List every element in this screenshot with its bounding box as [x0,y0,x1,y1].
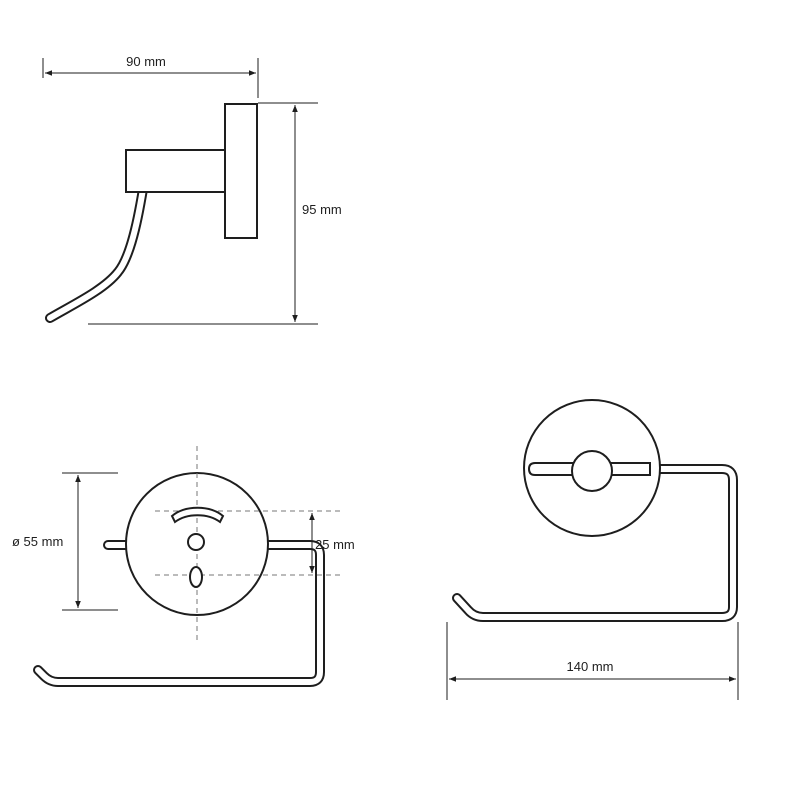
hole-spacing-dimension: 25 mm [309,513,355,573]
back-view: ø 55 mm 25 mm [12,446,355,687]
side-arm [125,149,226,193]
hole-spacing-label: 25 mm [315,537,355,552]
front-view: 140 mm [446,399,739,700]
top-keyhole-slot [170,506,225,524]
front-hub [571,450,613,492]
side-width-dimension: 90 mm [42,54,259,98]
back-tube-bar [33,540,325,687]
side-height-label: 95 mm [302,202,342,217]
center-hole [187,533,205,551]
side-height-dimension: 95 mm [88,102,342,325]
side-wall-plate [224,103,258,239]
diameter-label: ø 55 mm [12,534,63,549]
bottom-slot-hole [189,566,203,588]
side-width-label: 90 mm [126,54,166,69]
diameter-dimension: ø 55 mm [12,472,118,611]
front-tube-bar [452,464,738,622]
side-view: 90 mm 95 mm [42,54,342,325]
front-width-dimension: 140 mm [446,622,739,700]
side-tube-bar [45,165,151,323]
front-width-label: 140 mm [567,659,614,674]
